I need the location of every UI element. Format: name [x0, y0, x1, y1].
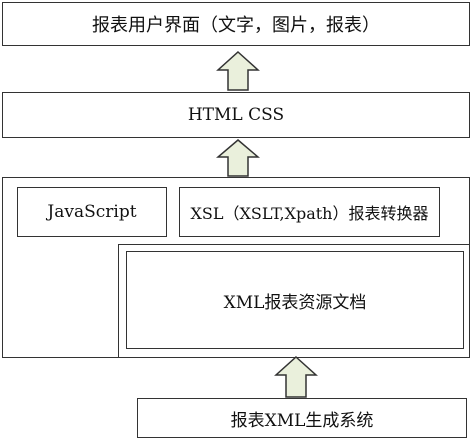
xml-generator-box: 报表XML生成系统	[137, 398, 467, 438]
html-css-layer-label: HTML CSS	[187, 105, 285, 125]
ui-layer-box: 报表用户界面（文字，图片，报表）	[2, 2, 470, 46]
javascript-box: JavaScript	[17, 187, 167, 237]
ui-layer-label: 报表用户界面（文字，图片，报表）	[92, 15, 380, 36]
up-arrow-icon	[216, 139, 260, 177]
xml-generator-label: 报表XML生成系统	[230, 410, 374, 431]
xml-doc-box: XML报表资源文档	[126, 251, 464, 349]
html-css-layer-box: HTML CSS	[2, 92, 470, 138]
up-arrow-icon	[274, 356, 318, 398]
xml-doc-label: XML报表资源文档	[223, 292, 367, 313]
javascript-label: JavaScript	[47, 202, 137, 222]
xsl-transformer-label: XSL（XSLT,Xpath）报表转换器	[190, 204, 429, 223]
xsl-transformer-box: XSL（XSLT,Xpath）报表转换器	[179, 187, 440, 237]
up-arrow-icon	[216, 51, 260, 91]
